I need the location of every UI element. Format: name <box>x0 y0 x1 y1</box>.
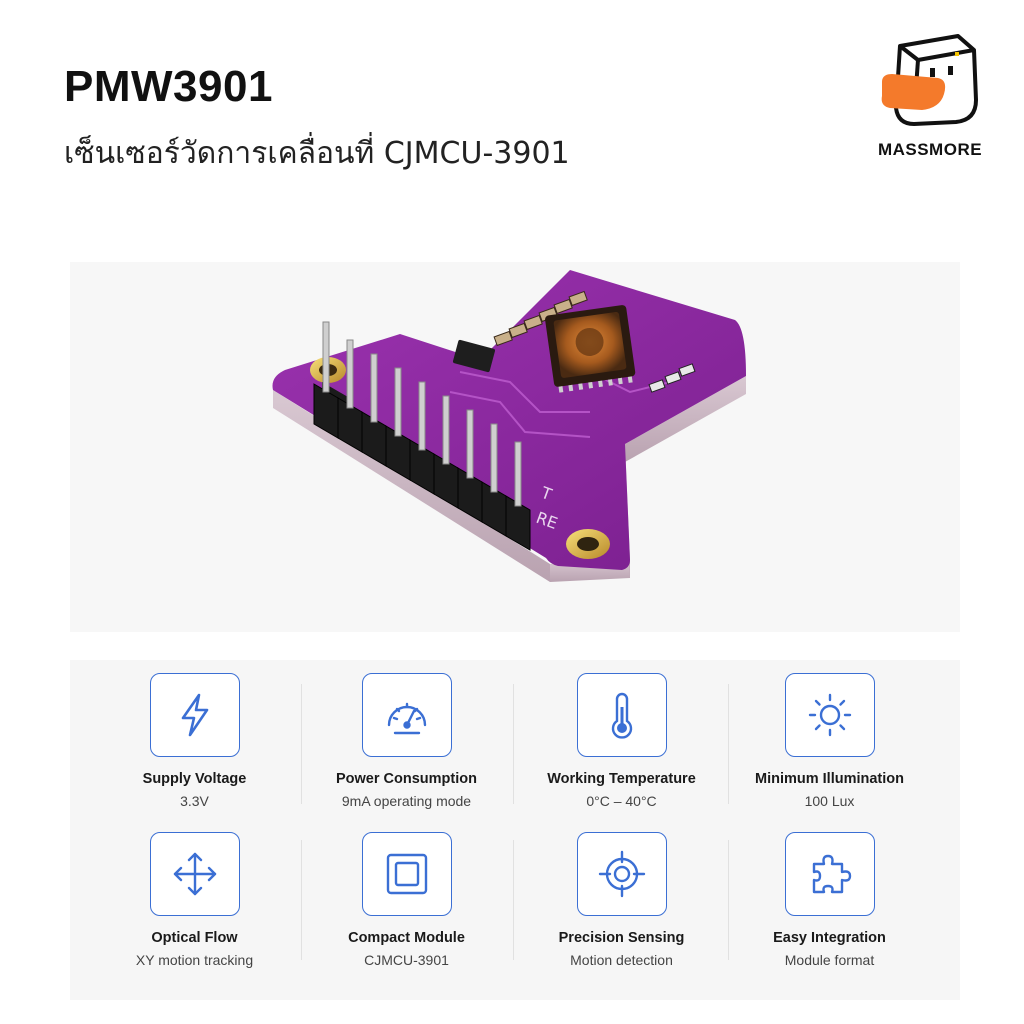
feature-label: Optical Flow <box>151 930 238 946</box>
feature-value: 100 Lux <box>804 793 855 809</box>
feature-working-temperature: Working Temperature 0°C – 40°C <box>514 673 729 809</box>
thermometer-icon <box>611 692 632 739</box>
divider <box>301 840 302 960</box>
duck-box-logo-icon <box>881 34 978 126</box>
divider <box>513 840 514 960</box>
feature-label: Working Temperature <box>547 771 696 787</box>
feature-value: 0°C – 40°C <box>586 793 657 809</box>
feature-label: Minimum Illumination <box>754 771 905 787</box>
crosshair-icon <box>598 850 645 898</box>
feature-value: Motion detection <box>570 952 673 968</box>
divider <box>301 684 302 804</box>
divider <box>728 684 729 804</box>
lightning-bolt-icon <box>181 693 208 737</box>
brand[interactable]: MASSMORE <box>860 28 1000 168</box>
feature-precision-sensing: Precision Sensing Motion detection <box>514 832 729 968</box>
feature-compact-module: Compact Module CJMCU-3901 <box>299 832 514 968</box>
feature-value: 3.3V <box>180 793 209 809</box>
puzzle-piece-icon <box>812 854 851 894</box>
feature-value: 9mA operating mode <box>341 793 472 809</box>
sensor-board-illustration: T RE <box>272 270 746 582</box>
divider <box>728 840 729 960</box>
feature-icon-box <box>784 832 875 916</box>
feature-icon-box <box>149 832 240 916</box>
feature-easy-integration: Easy Integration Module format <box>722 832 937 968</box>
four-way-arrows-icon <box>173 852 216 896</box>
feature-minimum-illumination: Minimum Illumination 100 Lux <box>722 673 937 809</box>
feature-value: CJMCU-3901 <box>364 952 449 968</box>
feature-optical-flow: Optical Flow XY motion tracking <box>87 832 302 968</box>
feature-icon-box <box>576 673 667 757</box>
brand-name: MASSMORE <box>877 140 983 159</box>
feature-label: Compact Module <box>348 930 465 946</box>
feature-power-consumption: Power Consumption 9mA operating mode <box>299 673 514 809</box>
feature-supply-voltage: Supply Voltage 3.3V <box>87 673 302 809</box>
feature-icon-box <box>361 832 452 916</box>
feature-icon-box <box>784 673 875 757</box>
page-subtitle: เซ็นเซอร์วัดการเคลื่อนที่ CJMCU-3901 <box>64 136 570 171</box>
features-panel: Supply Voltage 3.3V Power Consumption 9m… <box>70 660 960 1000</box>
feature-label: Supply Voltage <box>142 771 247 787</box>
feature-value: XY motion tracking <box>135 952 254 968</box>
feature-icon-box <box>149 673 240 757</box>
square-chip-icon <box>386 853 427 895</box>
divider <box>513 684 514 804</box>
feature-value: Module format <box>784 952 875 968</box>
product-photo: T RE <box>70 262 960 632</box>
page-title: PMW3901 <box>64 62 273 111</box>
feature-label: Easy Integration <box>773 930 886 946</box>
sun-icon <box>808 693 851 737</box>
feature-icon-box <box>576 832 667 916</box>
speedometer-icon <box>387 702 426 735</box>
feature-label: Power Consumption <box>336 771 477 787</box>
feature-label: Precision Sensing <box>558 930 685 946</box>
feature-icon-box <box>361 673 452 757</box>
